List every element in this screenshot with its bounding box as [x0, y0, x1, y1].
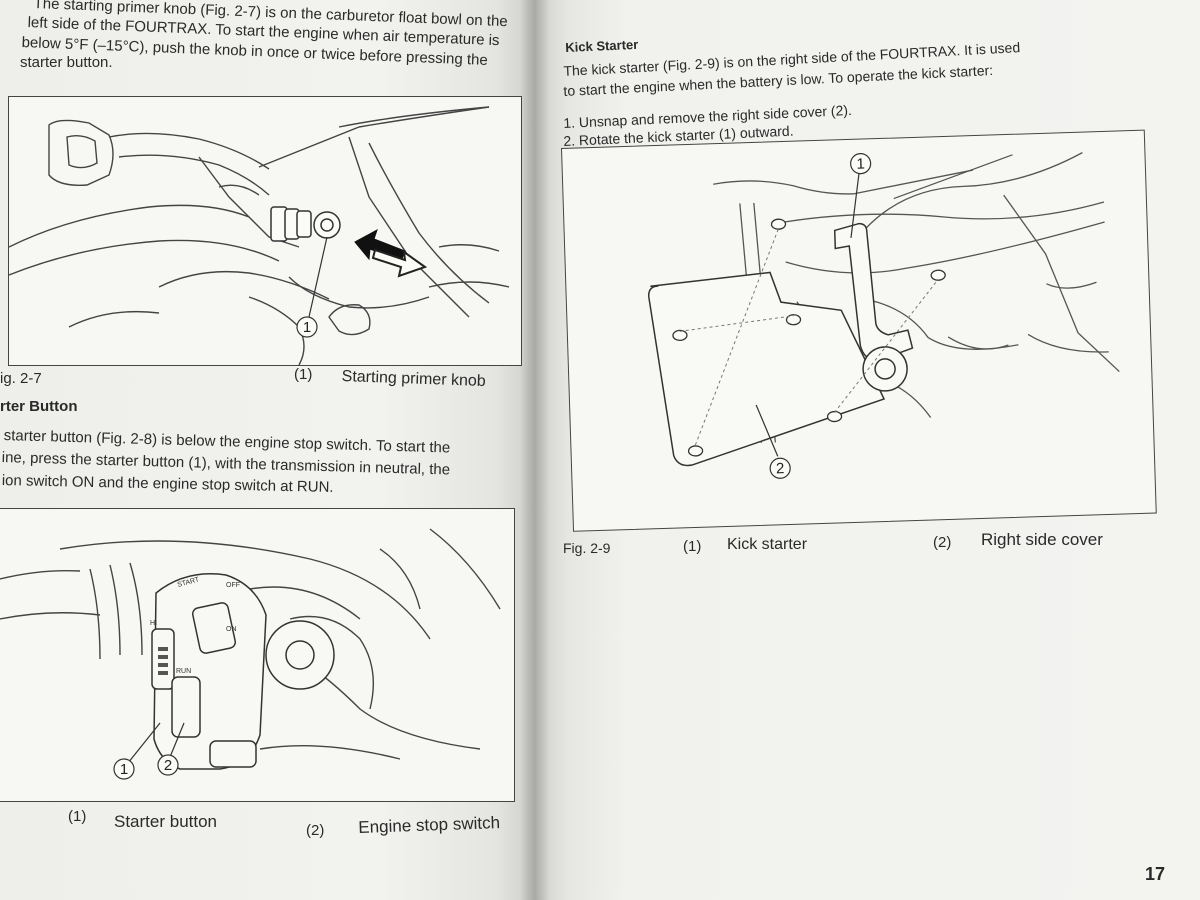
kick-starter-illustration: 1 2: [647, 152, 1120, 479]
figure-2-7-label: ig. 2-7: [0, 370, 42, 387]
figure-2-9-callout-1-text: Kick starter: [727, 536, 808, 553]
switch-label-hi: HI: [150, 620, 157, 627]
callout-1-marker: [296, 316, 318, 338]
starter-button-heading: rter Button: [0, 398, 78, 415]
right-page: Kick Starter The kick starter (Fig. 2-9)…: [535, 0, 1200, 900]
kick-starter-heading: Kick Starter: [565, 36, 639, 55]
figure-2-9-callout-1-number: (1): [683, 538, 702, 555]
figure-2-9: 1 2: [561, 129, 1157, 532]
figure-2-7-callout-number: (1): [294, 366, 313, 383]
figure-2-8-callout-2-number: (2): [306, 822, 325, 839]
callout-engine-stop-number: 2: [164, 757, 172, 774]
callout-side-cover-marker: [769, 457, 791, 479]
starter-button-illustration: START OFF ON HI RUN 1 2: [0, 528, 501, 780]
figure-2-9-callout-2-number: (2): [933, 534, 952, 551]
callout-engine-stop-marker: [157, 754, 179, 776]
figure-2-9-callout-2-text: Right side cover: [981, 530, 1103, 549]
figure-2-8: START OFF ON HI RUN 1 2: [0, 508, 515, 802]
starting-primer-knob-illustration: 1: [9, 106, 510, 365]
figure-2-7-callout-text: Starting primer knob: [341, 368, 486, 391]
figure-2-8-callout-1-text: Starter button: [114, 812, 218, 831]
figure-2-8-callout-2-text: Engine stop switch: [358, 813, 501, 837]
page-number: 17: [1145, 864, 1166, 884]
figure-2-8-callout-1-number: (1): [68, 808, 87, 825]
switch-label-off: OFF: [226, 582, 240, 589]
left-page: The starting primer knob (Fig. 2-7) is o…: [0, 0, 540, 900]
figure-2-9-label: Fig. 2-9: [563, 540, 611, 556]
callout-starter-button-number: 1: [120, 761, 128, 778]
callout-kick-starter-number: 1: [856, 155, 865, 172]
switch-label-run: RUN: [176, 668, 191, 675]
callout-side-cover-number: 2: [776, 460, 785, 477]
callout-kick-starter-marker: [850, 152, 872, 175]
figure-2-7: 1: [8, 96, 522, 366]
callout-starter-button-marker: [113, 758, 135, 780]
intro-line-4: starter button.: [20, 54, 113, 71]
switch-label-on: ON: [226, 626, 237, 633]
callout-1-number: 1: [303, 319, 311, 336]
